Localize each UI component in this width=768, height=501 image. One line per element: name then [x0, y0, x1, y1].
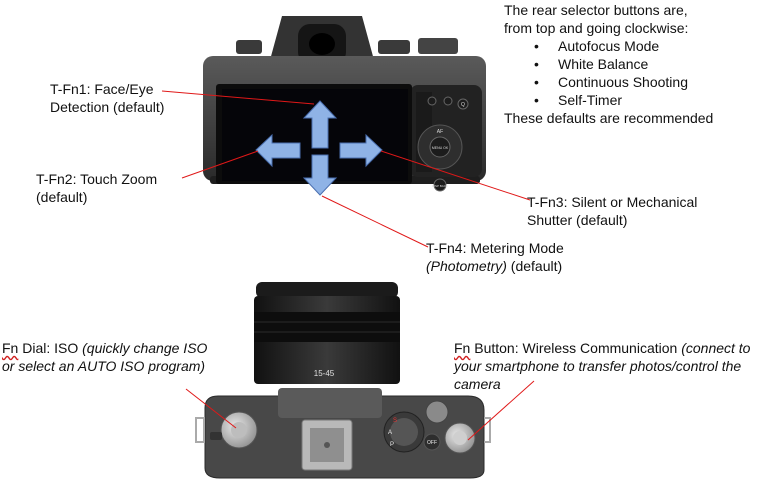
rear-screen-frame [216, 84, 412, 184]
fn-button-line-1: Fn Button: Wireless Communication (conne… [454, 339, 766, 357]
top-plate-center [278, 388, 382, 418]
camera-rear-body [203, 56, 486, 181]
tfn1-line-1: T-Fn1: Face/Eye [50, 80, 220, 98]
list-item: Self-Timer [528, 91, 766, 109]
rear-button-list: Autofocus Mode White Balance Continuous … [528, 37, 766, 109]
play-button[interactable] [444, 97, 452, 105]
top-dial-right [378, 40, 410, 54]
viewfinder-housing [270, 16, 374, 60]
fn-dial-line-1: Fn Dial: ISO (quickly change ISO [2, 339, 242, 357]
hot-shoe [302, 420, 352, 470]
tfn4-rest: (default) [507, 258, 562, 274]
selector-pad[interactable] [418, 125, 462, 169]
list-item: Autofocus Mode [528, 37, 766, 55]
camera-rear: AF MENU OK DISP BACK Q [203, 16, 486, 195]
list-item: White Balance [528, 55, 766, 73]
fn-dial-italic-1: (quickly change ISO [82, 340, 207, 356]
arrow-down-icon [304, 155, 336, 195]
mode-dial[interactable] [384, 412, 424, 452]
flash-switch[interactable] [210, 432, 222, 440]
hot-shoe-inner [310, 428, 344, 462]
fn-dial-label: Fn Dial: ISO (quickly change ISO or sele… [2, 339, 242, 375]
tfn3-label: T-Fn3: Silent or Mechanical Shutter (def… [527, 193, 762, 229]
dial-mark-s: S [393, 418, 397, 424]
fn-button-italic-2: your smartphone to transfer photos/contr… [454, 357, 766, 375]
disp-back-button[interactable] [434, 179, 446, 191]
hot-shoe-contact [324, 442, 330, 448]
tfn2-line-2: (default) [36, 188, 206, 206]
tfn1-label: T-Fn1: Face/Eye Detection (default) [50, 80, 220, 116]
camera-grip [410, 85, 482, 177]
zoom-ring [254, 312, 400, 342]
arrow-right-icon [340, 135, 382, 166]
tfn4-italic: (Photometry) [426, 258, 507, 274]
tfn2-label: T-Fn2: Touch Zoom (default) [36, 170, 206, 206]
tfn4-line-2: (Photometry) (default) [426, 257, 626, 275]
info-line-2: from top and going clockwise: [504, 19, 766, 37]
power-switch[interactable] [424, 434, 440, 450]
tfn3-pointer [381, 151, 530, 200]
fn-dial-rest: Dial: ISO [18, 340, 82, 356]
tfn4-pointer [322, 196, 428, 247]
dial-mark-off: OFF [427, 440, 437, 446]
fn-button-label: Fn Button: Wireless Communication (conne… [454, 339, 766, 393]
fn-button[interactable] [445, 423, 475, 453]
lens-hood-ring [256, 282, 398, 298]
info-block: The rear selector buttons are, from top … [504, 1, 766, 127]
viewfinder-lens [309, 33, 335, 55]
eyecup [298, 24, 346, 64]
fn-dial-center [231, 422, 247, 438]
lens-barrel [254, 296, 400, 384]
mode-dial-top [390, 418, 418, 446]
arrow-up-icon [304, 101, 336, 148]
tfn3-line-1: T-Fn3: Silent or Mechanical [527, 193, 762, 211]
fn-button-rest: Button: Wireless Communication [470, 340, 681, 356]
strap-lug-right [484, 418, 490, 442]
button-label-disp: DISP BACK [432, 184, 448, 188]
top-dial-far-right [418, 38, 458, 54]
tfn4-label: T-Fn4: Metering Mode (Photometry) (defau… [426, 239, 626, 275]
fn-button-italic-1: (connect to [681, 340, 750, 356]
ael-button[interactable] [428, 97, 436, 105]
tfn4-line-1: T-Fn4: Metering Mode [426, 239, 626, 257]
button-label-af: AF [437, 129, 443, 135]
fn-button-italic-3: camera [454, 375, 766, 393]
list-item: Continuous Shooting [528, 73, 766, 91]
grip-texture [416, 92, 432, 172]
fn-dial-pointer [186, 389, 236, 428]
lens-marking: 15-45 [314, 369, 335, 378]
dial-mark-p: P [390, 442, 394, 448]
camera-top-body [205, 396, 484, 478]
camera-rear-bottom [210, 176, 480, 184]
info-footer: These defaults are recommended [504, 109, 766, 127]
arrow-left-icon [256, 135, 300, 166]
dial-mark-a: A [388, 430, 392, 436]
button-label-q: Q [461, 102, 465, 108]
fn-button-prefix: Fn [454, 340, 470, 356]
fn-dial-italic-2: or select an AUTO ISO program) [2, 357, 242, 375]
rear-screen [222, 89, 408, 181]
top-dial-left [236, 40, 262, 54]
tfn2-line-1: T-Fn2: Touch Zoom [36, 170, 206, 188]
q-button[interactable] [458, 99, 468, 109]
fn-dial-prefix: Fn [2, 340, 18, 356]
menu-ok-button[interactable] [430, 137, 450, 157]
tfn1-line-2: Detection (default) [50, 98, 220, 116]
button-label-menu: MENU OK [432, 146, 449, 150]
info-line-1: The rear selector buttons are, [504, 1, 766, 19]
fn-dial[interactable] [221, 412, 257, 448]
camera-top: 15-45 S A P OFF [196, 282, 490, 478]
strap-lug-left [196, 418, 204, 442]
shutter-button[interactable] [453, 431, 467, 445]
tfn3-line-2: Shutter (default) [527, 211, 762, 229]
exposure-comp-dial[interactable] [426, 401, 448, 423]
